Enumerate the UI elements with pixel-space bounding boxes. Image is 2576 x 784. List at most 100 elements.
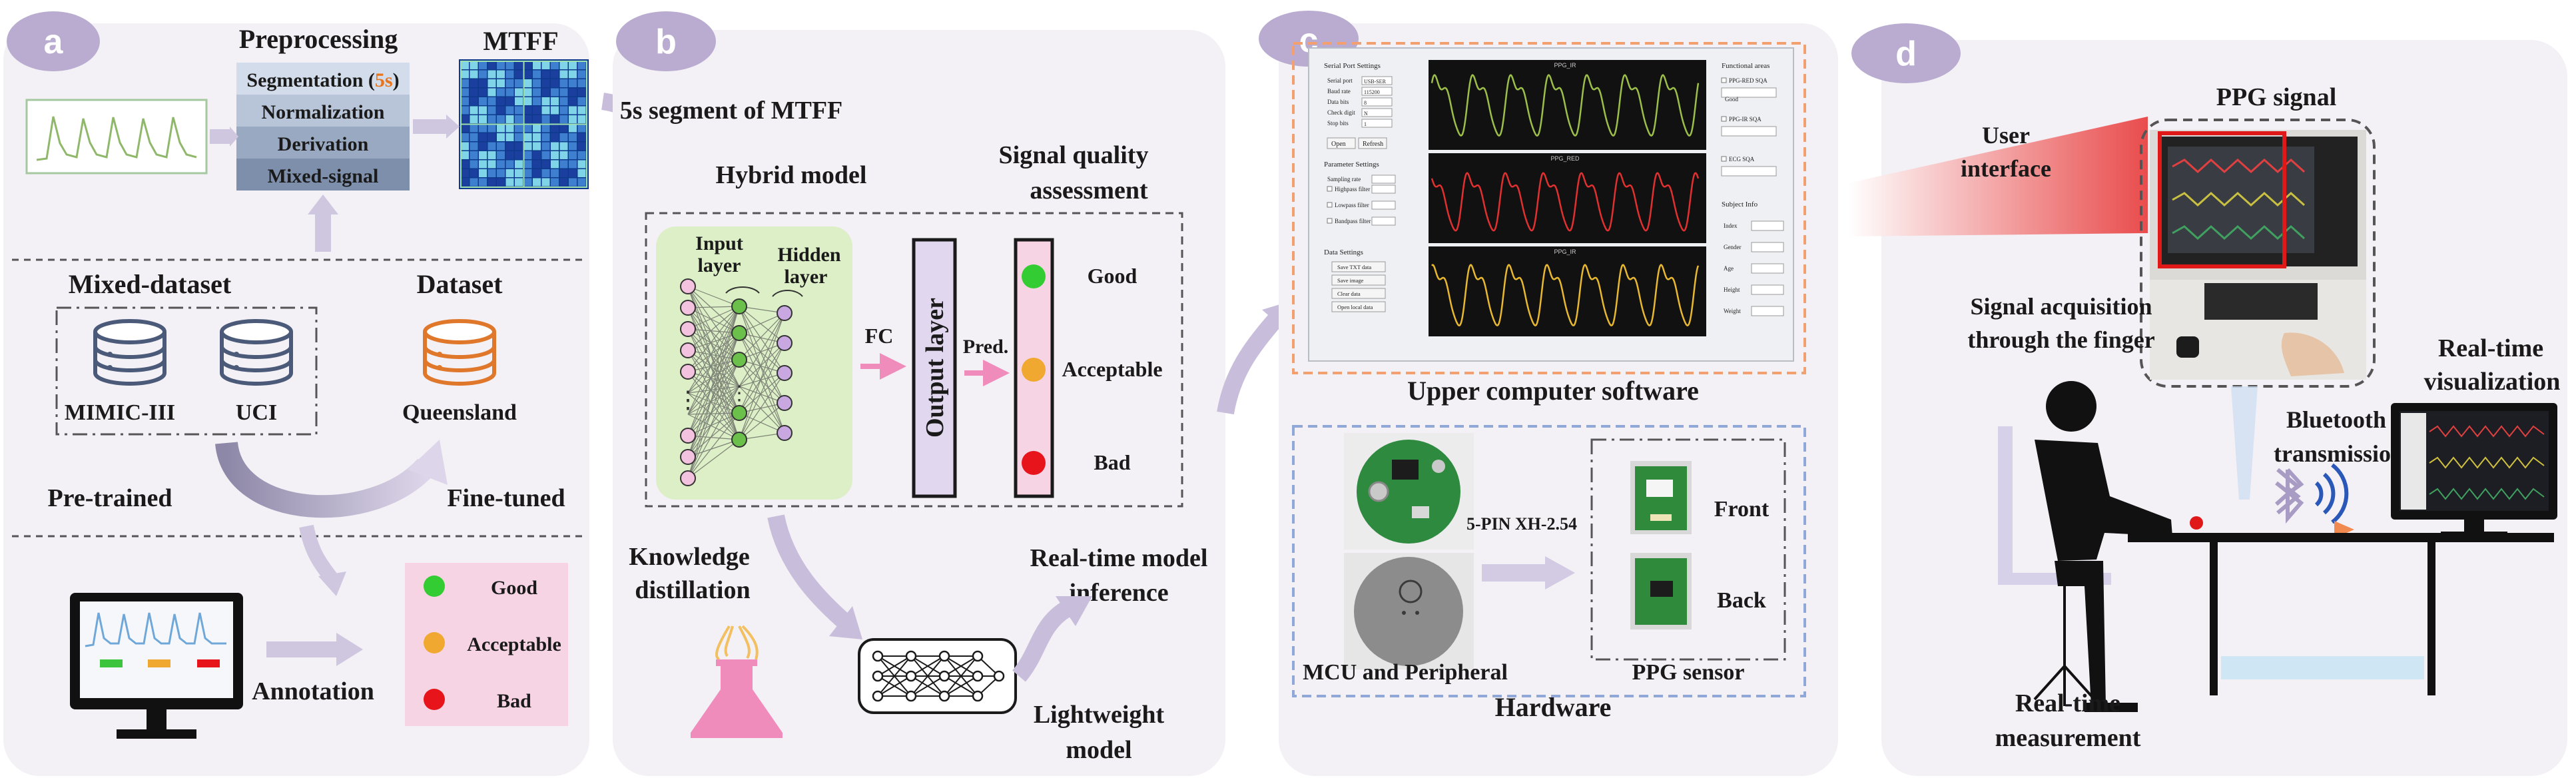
refresh-button[interactable] — [1358, 137, 1387, 149]
data-settings-title: Data Settings — [1324, 248, 1363, 256]
lightweight-label-2: model — [1066, 736, 1131, 764]
plot-2-waveform — [1431, 172, 1700, 232]
step-derivation — [236, 127, 410, 159]
sensor-back-label: Back — [1717, 588, 1766, 613]
bluetooth-label-1: Bluetooth — [2286, 406, 2386, 433]
legend-good-label: Good — [491, 577, 537, 599]
serial-setting-select[interactable] — [1361, 108, 1393, 117]
serial-setting-select[interactable] — [1361, 87, 1393, 96]
flask-icon — [691, 625, 783, 738]
acquisition-label-1: Signal acquisition — [1970, 293, 2152, 320]
plot-1-waveform — [1431, 74, 1700, 137]
serial-setting-select[interactable] — [1361, 76, 1393, 85]
ui-label-2: interface — [1961, 155, 2051, 182]
panel-d-letter: d — [1895, 35, 1917, 73]
hand — [2281, 332, 2344, 376]
kd-label-2: distillation — [635, 576, 750, 604]
subject-info-title: Subject Info — [1722, 200, 1758, 208]
functional-areas-title: Functional areas — [1722, 62, 1770, 70]
step-normalization — [236, 95, 410, 127]
mixed-dataset-title: Mixed-dataset — [69, 269, 232, 299]
open-button[interactable] — [1327, 137, 1356, 149]
svg-text:⋮: ⋮ — [676, 386, 700, 413]
subject-info-input[interactable] — [1751, 263, 1784, 274]
serial-setting-label: Check digit — [1327, 109, 1355, 116]
data-settings-button-label: Open local data — [1337, 304, 1373, 310]
panel-d: d PPG signal User interface Signal acqui… — [1848, 23, 2567, 776]
ppg-signal-title: PPG signal — [2216, 83, 2337, 111]
software-box — [1292, 42, 1806, 374]
hidden-node-1 — [731, 432, 747, 448]
parameter-input[interactable] — [1371, 175, 1396, 184]
finetuned-label: Fine-tuned — [447, 484, 565, 512]
hidden-node-1 — [731, 405, 747, 421]
mcu-enclosure-photo — [1344, 553, 1474, 669]
serial-setting-select[interactable] — [1361, 119, 1393, 128]
serial-setting-value: N — [1364, 111, 1368, 117]
output-layer-box — [912, 238, 957, 498]
serial-setting-select[interactable] — [1361, 97, 1393, 107]
sqa-output — [1721, 87, 1777, 98]
subject-info-input[interactable] — [1751, 284, 1784, 295]
neural-network: ⋮⋮ — [676, 278, 803, 486]
dataset-queensland-label: Queensland — [402, 400, 517, 425]
desk — [2128, 533, 2554, 695]
plot-3-waveform — [1431, 264, 1700, 327]
subject-info-input[interactable] — [1751, 242, 1784, 252]
parameter-input[interactable] — [1371, 216, 1396, 226]
acquisition-label-2: through the finger — [1967, 326, 2154, 353]
parameter-input[interactable] — [1371, 185, 1396, 194]
lightweight-model-icon — [858, 638, 1017, 714]
ui-highlight-box — [2158, 131, 2286, 268]
serial-setting-label: Baud rate — [1327, 88, 1351, 95]
sqa-checkbox[interactable] — [1721, 77, 1727, 83]
filter-checkbox[interactable] — [1327, 186, 1333, 192]
data-settings-button[interactable] — [1331, 274, 1386, 286]
annotation-monitor-icon — [70, 593, 243, 739]
preprocessing-steps: Segmentation (5s) Normalization Derivati… — [236, 63, 410, 191]
legend-acceptable-label: Acceptable — [467, 633, 561, 655]
mtff-image — [459, 59, 589, 189]
photo-frame — [2140, 119, 2376, 388]
lightweight-node — [872, 670, 884, 682]
parameter-label: Lowpass filter — [1335, 202, 1369, 208]
subject-info-input[interactable] — [1751, 306, 1784, 316]
serial-setting-label: Data bits — [1327, 99, 1349, 105]
sqa-checkbox[interactable] — [1721, 116, 1727, 122]
filter-checkbox[interactable] — [1327, 218, 1333, 224]
svg-text:⋮: ⋮ — [729, 382, 749, 404]
filter-checkbox[interactable] — [1327, 202, 1333, 208]
sqa-output — [1721, 166, 1777, 177]
serial-setting-label: Stop bits — [1327, 120, 1349, 127]
bad-dot — [424, 689, 445, 710]
input-layer-label-1: Input — [695, 232, 743, 254]
step-mixed-signal-label: Mixed-signal — [268, 165, 379, 187]
visualization-monitor — [2391, 403, 2557, 538]
output-layer-label: Output layer — [921, 298, 949, 438]
plot-2 — [1429, 153, 1706, 243]
data-settings-button[interactable] — [1331, 261, 1386, 272]
lightweight-label-1: Lightweight — [1034, 701, 1165, 729]
mcu-label: MCU and Peripheral — [1303, 660, 1508, 685]
preprocessing-title: Preprocessing — [239, 24, 398, 54]
refresh-button-label: Refresh — [1363, 141, 1383, 148]
parameter-input[interactable] — [1371, 200, 1396, 210]
subject-info-label: Index — [1724, 222, 1738, 229]
subject-info-input[interactable] — [1751, 220, 1784, 231]
sqa-checkbox[interactable] — [1721, 156, 1727, 162]
data-settings-button[interactable] — [1331, 288, 1386, 299]
data-settings-button-label: Save image — [1337, 277, 1364, 284]
plot-2-title: PPG_RED — [1550, 155, 1580, 162]
pretrained-label: Pre-trained — [47, 484, 172, 512]
dataset-uci-label: UCI — [236, 400, 277, 425]
data-settings-button[interactable] — [1331, 301, 1386, 312]
hardware-box — [1292, 425, 1806, 697]
serial-setting-label: Serial port — [1327, 77, 1353, 84]
panel-b: b 5s segment of MTFF Hybrid model Signal… — [613, 11, 1225, 776]
panel-d-letter-badge: d — [1851, 23, 1961, 83]
hidden-node-1 — [731, 352, 747, 368]
step-derivation-label: Derivation — [278, 133, 369, 155]
input-node — [680, 300, 696, 316]
